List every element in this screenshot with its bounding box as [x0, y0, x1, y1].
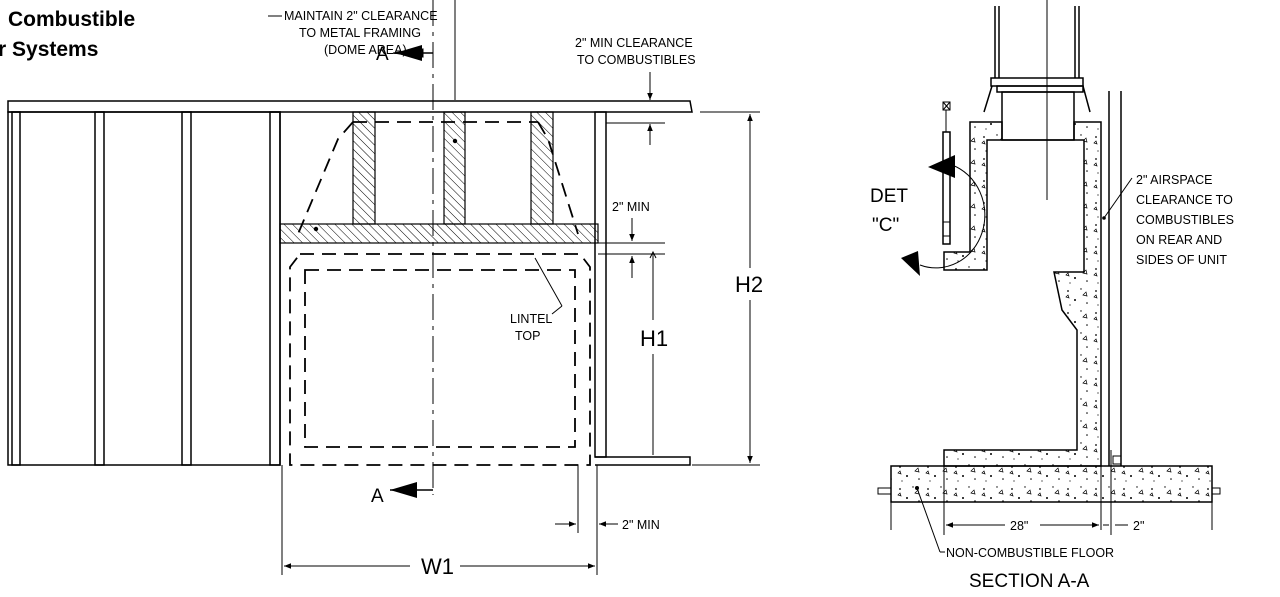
top-clearance-line2: TO COMBUSTIBLES: [577, 53, 696, 67]
section-marker-top: A: [376, 44, 389, 65]
bottom-min-label: 2" MIN: [622, 518, 660, 532]
firebox-outer: [289, 253, 591, 466]
top-clearance-line1: 2" MIN CLEARANCE: [575, 36, 693, 50]
lintel-min-label: 2" MIN: [612, 200, 650, 214]
top-plate: [7, 100, 693, 113]
airspace-line5: SIDES OF UNIT: [1136, 253, 1227, 267]
w1-label: W1: [421, 554, 454, 579]
section-caption: SECTION A-A: [969, 571, 1090, 592]
lintel-label-line1: LINTEL: [510, 312, 552, 326]
dim-depth-label: 28": [1010, 519, 1028, 533]
lintel-label-line2: TOP: [515, 329, 540, 343]
airspace-line3: COMBUSTIBLES: [1136, 213, 1234, 227]
chimney-pipe: [994, 6, 1080, 78]
detail-c-callout: [919, 164, 986, 269]
standoff-center: [443, 111, 466, 225]
airspace-line4: ON REAR AND: [1136, 233, 1222, 247]
firebox-shell: [943, 121, 1102, 467]
section-a-a: DET "C" 2" AIRSPACE CLEARANCE TO COMBUST…: [870, 0, 1234, 592]
left-wall-framing: [7, 111, 281, 466]
dome-clearance-line2: TO METAL FRAMING: [299, 26, 421, 40]
detail-label-line2: "C": [872, 215, 899, 236]
dome-clearance-line3: (DOME AREA): [324, 43, 407, 57]
floor-slab: [890, 465, 1213, 503]
detail-label-line1: DET: [870, 186, 908, 207]
airspace-line2: CLEARANCE TO: [1136, 193, 1233, 207]
h1-label: H1: [640, 326, 668, 351]
front-elevation: A A MAINTAIN 2" CLEARANCE TO METAL FRAMI…: [7, 0, 763, 579]
dome-clearance-line1: MAINTAIN 2" CLEARANCE: [284, 9, 438, 23]
damper-rod: [942, 131, 951, 245]
standoff-right: [530, 111, 554, 225]
airspace-line1: 2" AIRSPACE: [1136, 173, 1212, 187]
lintel-bar: [279, 223, 599, 244]
dim-air-label: 2": [1133, 519, 1144, 533]
standoff-left: [352, 111, 376, 225]
h2-label: H2: [735, 272, 763, 297]
firebox-inner: [304, 269, 576, 448]
right-wall-framing: [594, 111, 691, 466]
title-line-2: r Systems: [0, 38, 98, 61]
section-marker-bottom: A: [371, 486, 384, 507]
floor-label: NON-COMBUSTIBLE FLOOR: [946, 546, 1114, 560]
title-line-1: Combustible: [8, 8, 135, 31]
